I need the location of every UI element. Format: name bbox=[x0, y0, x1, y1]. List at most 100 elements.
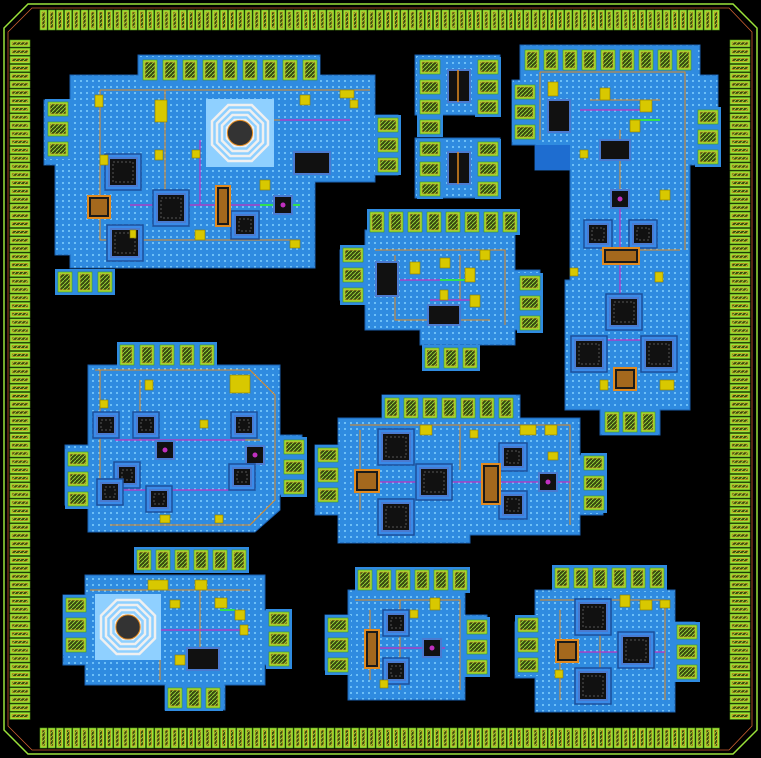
bond-pad-icon bbox=[630, 567, 646, 589]
bond-pad-icon bbox=[9, 703, 31, 712]
device-inner bbox=[238, 419, 250, 431]
inductor-turn bbox=[109, 608, 147, 646]
pad-metal bbox=[410, 11, 415, 29]
pad-metal bbox=[731, 172, 749, 177]
bond-pad-icon bbox=[179, 9, 187, 31]
bond-pad-icon bbox=[622, 411, 638, 433]
bond-pad-icon bbox=[729, 179, 751, 187]
bond-pad-icon bbox=[9, 187, 31, 195]
pad-metal bbox=[11, 205, 29, 210]
pad-metal bbox=[731, 90, 749, 95]
bond-pad-icon bbox=[729, 498, 751, 507]
pad-metal bbox=[731, 574, 749, 579]
pad-metal bbox=[731, 558, 749, 562]
bond-pad-icon bbox=[47, 121, 69, 137]
pad-metal bbox=[731, 714, 749, 718]
device-inner bbox=[236, 471, 248, 483]
pad-metal bbox=[550, 729, 554, 747]
bond-pad-icon bbox=[524, 49, 540, 71]
pad-metal bbox=[558, 11, 562, 29]
bond-pad-icon bbox=[539, 727, 548, 749]
pad-metal bbox=[594, 569, 606, 587]
bond-pad-icon bbox=[407, 211, 423, 233]
transistor-icon bbox=[583, 219, 613, 249]
pad-metal bbox=[585, 497, 603, 509]
bond-pad-icon bbox=[334, 727, 343, 749]
bond-pad-icon bbox=[619, 49, 635, 71]
bond-pad-icon bbox=[88, 727, 97, 749]
device-core bbox=[136, 415, 156, 435]
bond-pad-icon bbox=[195, 727, 204, 749]
pad-metal bbox=[731, 673, 749, 677]
pad-metal bbox=[731, 99, 749, 103]
pad-metal bbox=[516, 126, 534, 138]
pad-metal bbox=[500, 729, 505, 747]
pad-metal bbox=[11, 476, 29, 481]
pad-metal bbox=[11, 451, 29, 456]
pad-metal bbox=[492, 729, 497, 747]
device-inner bbox=[423, 471, 445, 493]
bond-pad-icon bbox=[195, 9, 204, 31]
bond-pad-icon bbox=[72, 727, 81, 749]
pad-metal bbox=[599, 11, 603, 29]
pad-metal bbox=[11, 279, 29, 284]
bond-pad-icon bbox=[519, 295, 541, 311]
bond-pad-icon bbox=[597, 727, 605, 749]
bond-pad-icon bbox=[474, 9, 482, 31]
pad-metal bbox=[714, 729, 718, 747]
pad-metal bbox=[295, 11, 300, 29]
pad-metal bbox=[312, 11, 317, 29]
bond-pad-icon bbox=[490, 9, 499, 31]
pad-metal bbox=[731, 353, 749, 358]
pad-metal bbox=[115, 11, 120, 29]
device-core bbox=[232, 467, 252, 487]
device-inner bbox=[582, 675, 604, 697]
device-inner bbox=[591, 227, 605, 241]
bond-pad-icon bbox=[460, 397, 476, 419]
capacitor-icon bbox=[659, 599, 671, 609]
pad-metal bbox=[11, 418, 29, 423]
bond-pad-icon bbox=[154, 727, 163, 749]
pad-metal bbox=[656, 729, 661, 747]
bond-pad-icon bbox=[572, 9, 581, 31]
pad-metal bbox=[731, 41, 749, 46]
transistor-icon bbox=[377, 498, 415, 536]
resistor-body bbox=[368, 633, 376, 665]
bond-pad-icon bbox=[679, 9, 687, 31]
pad-metal bbox=[246, 729, 251, 747]
capacitor-icon bbox=[147, 579, 169, 591]
pad-metal bbox=[11, 656, 29, 661]
pad-metal bbox=[659, 51, 671, 69]
device-core bbox=[609, 297, 639, 327]
bond-pad-icon bbox=[377, 137, 399, 153]
capacitor-icon bbox=[619, 594, 631, 608]
bond-pad-icon bbox=[57, 271, 73, 293]
bond-pad-icon bbox=[252, 9, 261, 31]
bond-pad-icon bbox=[9, 261, 31, 269]
bond-pad-icon bbox=[729, 310, 751, 318]
capacitor-icon bbox=[469, 294, 481, 308]
bond-pad-icon bbox=[9, 392, 31, 400]
bond-pad-icon bbox=[9, 515, 31, 523]
bond-pad-icon bbox=[729, 441, 751, 450]
pad-metal bbox=[11, 664, 29, 669]
pad-metal bbox=[11, 697, 29, 702]
pad-metal bbox=[731, 435, 749, 440]
pad-metal bbox=[421, 101, 439, 113]
transistor-icon bbox=[92, 411, 120, 439]
pad-metal bbox=[67, 599, 85, 611]
bond-pad-icon bbox=[474, 727, 482, 749]
bond-pad-icon bbox=[318, 727, 327, 749]
pad-metal bbox=[607, 729, 612, 747]
bond-pad-icon bbox=[9, 597, 31, 605]
pad-metal bbox=[533, 729, 538, 747]
bond-pad-icon bbox=[517, 657, 539, 673]
device-core bbox=[381, 502, 411, 532]
bond-pad-icon bbox=[159, 344, 175, 366]
pad-metal bbox=[731, 303, 749, 308]
pad-metal bbox=[731, 492, 749, 497]
bond-pad-icon bbox=[729, 359, 751, 368]
pad-metal bbox=[467, 729, 472, 747]
bond-pad-icon bbox=[729, 146, 751, 154]
pad-metal bbox=[11, 558, 29, 562]
